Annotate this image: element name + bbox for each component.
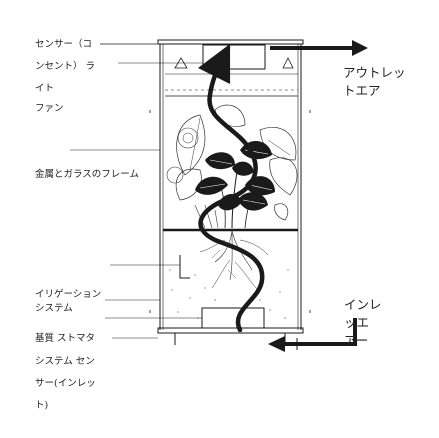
irrigation-tube <box>179 255 190 279</box>
label-outlet-line2: トエア <box>343 83 381 98</box>
label-sensor-line2: ンセント） ラ <box>35 61 96 72</box>
label-substrate-line1: 基質 ストマタ <box>35 333 96 344</box>
label-irrigation-line1: イリゲーション <box>35 289 102 300</box>
arrow-left-icon <box>268 318 357 352</box>
label-frame: 金属とガラスのフレーム <box>35 169 140 180</box>
label-fan: ファン <box>35 103 64 114</box>
arrow-right-icon <box>270 40 368 56</box>
light-icon <box>282 57 294 69</box>
label-sensor-line1: センサー（コ <box>35 39 93 50</box>
label-inlet-line3: アー <box>344 333 369 348</box>
label-substrate-line4: ト) <box>35 400 49 411</box>
label-inlet-line2: ッエ <box>344 315 370 330</box>
label-irrigation-line2: システム <box>35 303 73 314</box>
label-inlet-line1: インレ <box>344 297 382 312</box>
stomata-sensor-box <box>201 307 265 329</box>
leader-lines <box>70 43 203 339</box>
label-outlet-line1: アウトレッ <box>343 65 406 80</box>
top-cap <box>100 39 304 45</box>
glass-frame <box>149 44 311 345</box>
plant-foliage <box>166 104 298 229</box>
sensor-fan-unit <box>165 44 298 97</box>
label-substrate-line2: システム セン <box>35 356 95 367</box>
label-sensor-line3: イト <box>35 83 55 94</box>
label-substrate-line3: サー(インレッ <box>35 378 96 389</box>
airflow-arrow-icon <box>197 43 265 333</box>
